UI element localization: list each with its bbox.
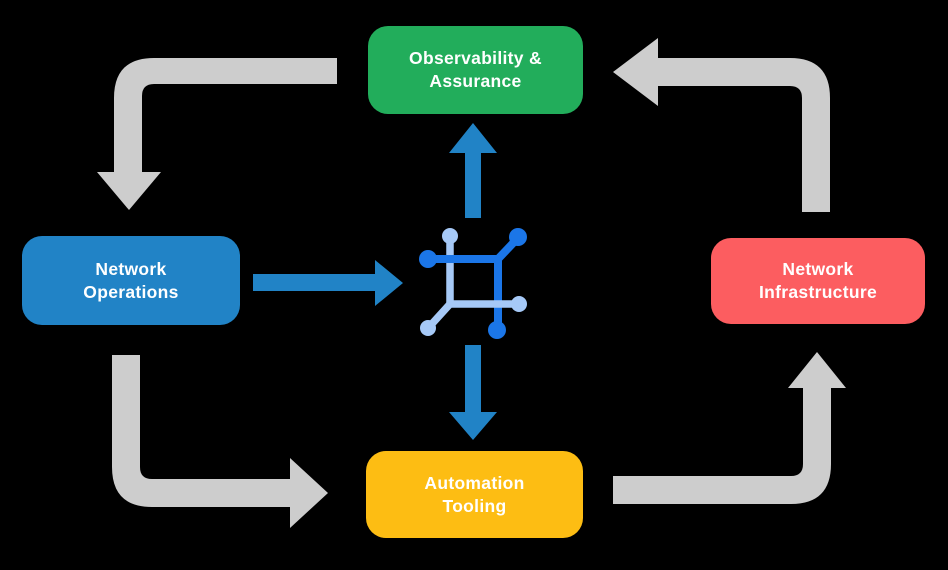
flow-arrow-infrastructure-to-observability — [613, 38, 830, 212]
node-network-infrastructure: Network Infrastructure — [711, 238, 925, 324]
node-observability-assurance: Observability & Assurance — [368, 26, 583, 114]
icon-node-topright-dark — [509, 228, 527, 246]
node-label-line: Tooling — [442, 495, 507, 516]
arrow-core-to-automation — [449, 345, 497, 440]
flow-arrow-observability-to-operations — [97, 58, 337, 210]
icon-node-bottomleft-light — [420, 320, 436, 336]
flow-arrow-automation-to-infrastructure — [613, 352, 846, 504]
arrow-core-to-observability — [449, 123, 497, 218]
icon-node-left-dark — [419, 250, 437, 268]
node-label-line: Infrastructure — [759, 282, 877, 302]
node-label-line: Assurance — [429, 71, 522, 91]
node-label-line: Network — [95, 258, 167, 279]
node-automation-tooling: Automation Tooling — [366, 451, 583, 538]
icon-node-top-light — [442, 228, 458, 244]
flow-arrow-operations-to-automation — [112, 355, 328, 528]
arrow-operations-to-core — [253, 260, 403, 306]
node-label-line: Observability & — [409, 48, 542, 68]
node-network-operations: Network Operations — [22, 236, 240, 325]
node-label-line: Network — [782, 259, 854, 279]
node-label-line: Automation — [424, 472, 525, 493]
icon-node-bottom-dark — [488, 321, 506, 339]
node-label-line: Operations — [83, 281, 179, 302]
icon-node-right-light — [511, 296, 527, 312]
network-core-icon — [419, 228, 527, 339]
